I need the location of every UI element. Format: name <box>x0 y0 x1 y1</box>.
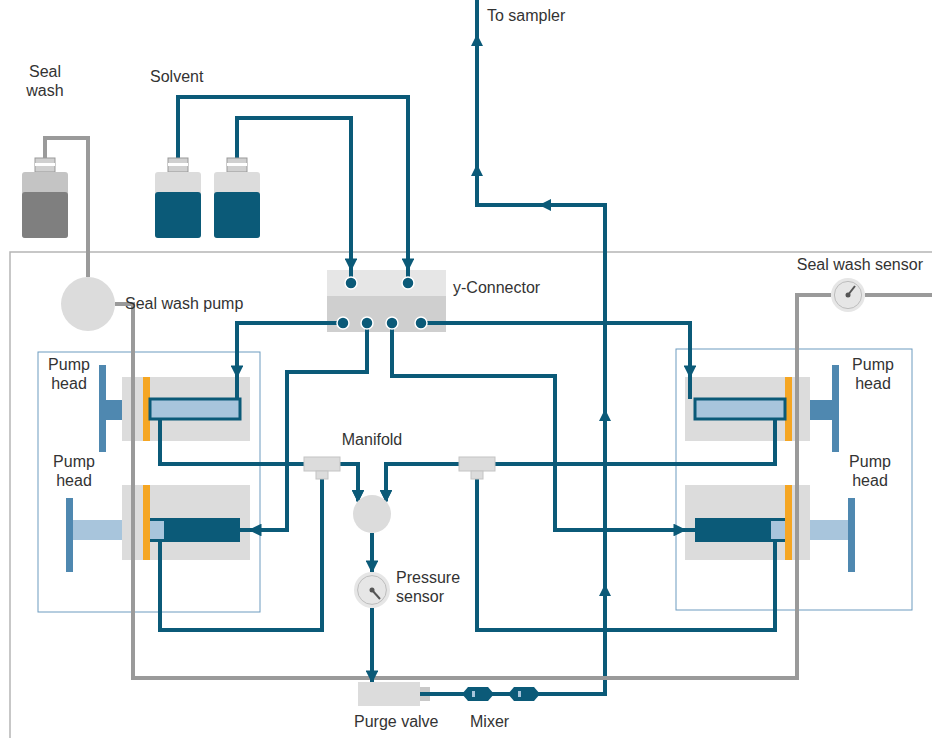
component-label: Seal wash sensor <box>797 255 923 274</box>
pressure-sensor-art <box>354 572 390 608</box>
tee-fitting <box>316 471 328 479</box>
piston-flange <box>848 498 855 572</box>
seal-wash-sensor-art <box>831 278 865 312</box>
component-label: Manifold <box>342 430 402 449</box>
flow-line <box>370 608 374 682</box>
seal-wash-line <box>115 295 831 678</box>
outlet-line <box>477 0 605 694</box>
piston-flange <box>66 498 73 572</box>
piston-flange <box>832 365 839 452</box>
pump-head: Pump head <box>122 485 250 560</box>
mixer-art <box>458 685 550 703</box>
pump-head-art <box>122 377 250 441</box>
pump-frame <box>676 349 912 610</box>
tee-fitting <box>471 471 483 479</box>
pump-head: Pump head <box>122 377 250 441</box>
pump-frame <box>38 352 260 612</box>
pump-head-art <box>685 377 810 441</box>
piston-flange <box>99 365 106 452</box>
component-label: Seal wash <box>18 62 72 100</box>
flow-arrow <box>471 34 611 596</box>
pressure-sensor: Pressure sensor <box>354 572 390 608</box>
component-label: Solvent <box>150 67 203 86</box>
flow-line <box>237 323 327 377</box>
component-label: Pump head <box>840 452 900 490</box>
component-label: Pump head <box>844 355 902 393</box>
purge-valve: Purge valve <box>358 682 420 706</box>
component-label: Seal wash pump <box>125 294 243 313</box>
pump-head: Pump head <box>685 485 810 560</box>
flow-line <box>446 323 690 377</box>
solvent-bottles-art <box>155 158 260 238</box>
tee-fitting <box>304 457 340 471</box>
manifold: Manifold <box>353 495 391 533</box>
y-connector-block-art <box>327 270 446 332</box>
component-label: Pump head <box>44 452 104 490</box>
tee-fitting <box>459 457 495 471</box>
seal-wash-bottle-art <box>22 158 68 238</box>
component-label: Pressure sensor <box>396 568 471 606</box>
flow-line <box>420 692 458 696</box>
flow-line <box>178 97 408 270</box>
seal-wash-bottle: Seal wash <box>22 158 68 238</box>
component-label: Pump head <box>40 355 98 393</box>
pump-head: Pump head <box>685 377 810 441</box>
component-label: Mixer <box>470 712 509 731</box>
component-label: y-Connector <box>453 278 540 297</box>
seal-wash-sensor: Seal wash sensor <box>831 278 865 312</box>
y-connector-block: y-Connector <box>327 270 446 332</box>
pump-head-art <box>122 485 250 560</box>
flow-line <box>370 533 374 572</box>
flow-line <box>392 332 685 530</box>
seal-wash-pump: Seal wash pump <box>61 277 115 331</box>
component-label: Purge valve <box>354 712 439 731</box>
pump-head-art <box>685 485 810 560</box>
seal-wash-outlet <box>865 293 932 297</box>
flow-label: To sampler <box>487 6 565 25</box>
mixer: Mixer <box>458 685 550 703</box>
solvent-bottles: Solvent <box>155 158 260 238</box>
instrument-housing <box>10 252 932 738</box>
